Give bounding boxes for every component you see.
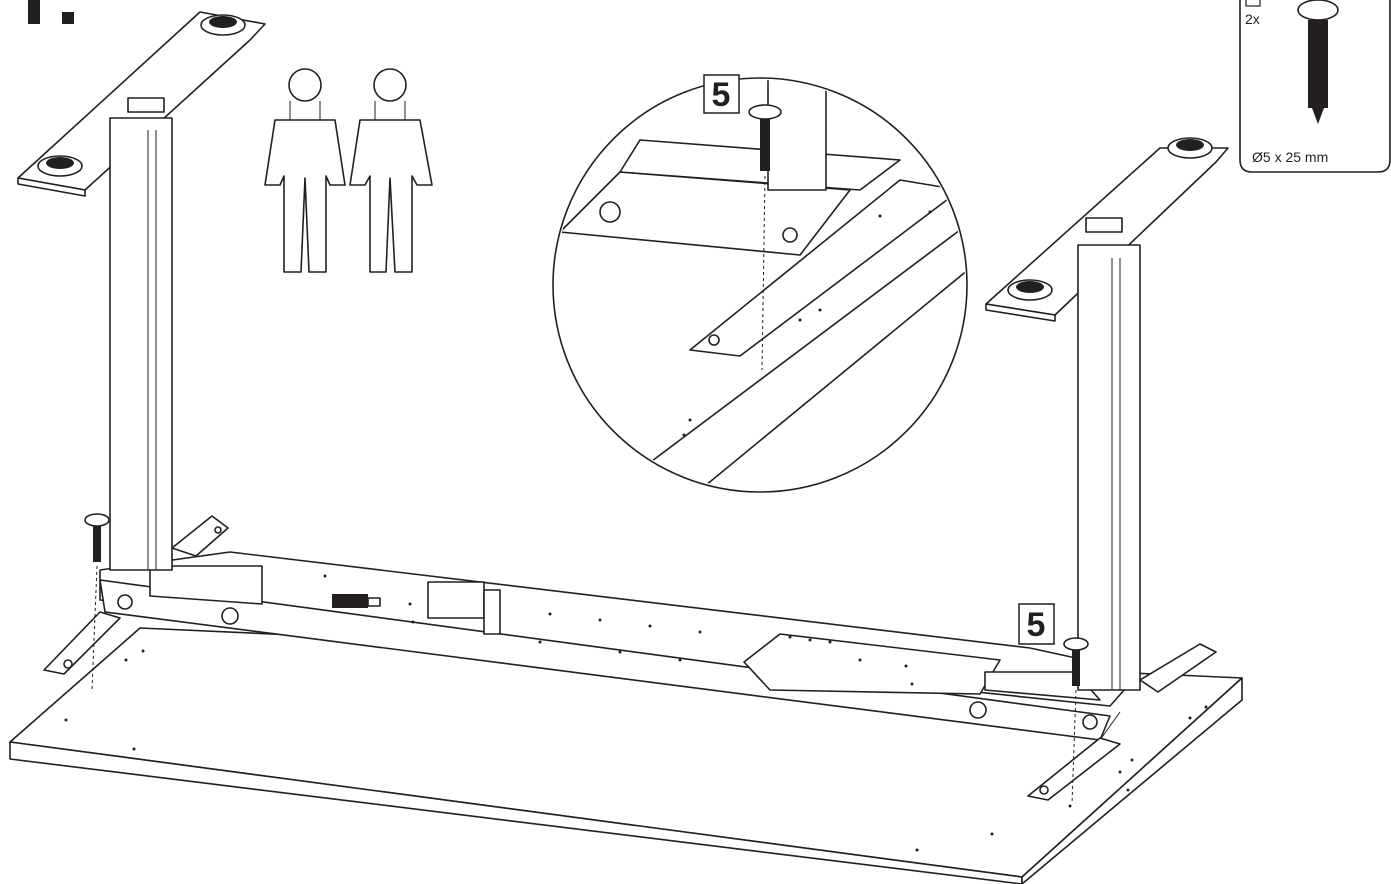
two-person-icon (264, 68, 433, 273)
screw-icon (1297, 0, 1339, 124)
motor-connector (332, 594, 381, 608)
parts-dimension: Ø5 x 25 mm (1252, 149, 1328, 165)
frame-crossbar (99, 551, 1141, 741)
callout-box-main: 5 (1018, 603, 1055, 645)
right-leg (985, 137, 1229, 801)
detail-circle (552, 77, 968, 493)
leveling-foot-right-top (1167, 137, 1213, 159)
callout-box-detail: 5 (703, 74, 740, 114)
parts-box: 2x Ø5 x 25 mm (1239, 0, 1391, 173)
screw-detail (748, 104, 782, 371)
callout-label: 5 (1027, 606, 1046, 644)
screw-right (1063, 637, 1089, 805)
left-leg (17, 11, 266, 675)
screw-left (84, 513, 110, 691)
person-icon (349, 68, 433, 273)
callout-label: 5 (712, 76, 731, 114)
leveling-foot-left-top (200, 14, 246, 36)
person-icon (264, 68, 346, 273)
leveling-foot-left-bottom (37, 155, 83, 177)
parts-quantity: 2x (1245, 11, 1260, 27)
leveling-foot-right-bottom (1007, 279, 1053, 301)
step-number (28, 0, 74, 24)
